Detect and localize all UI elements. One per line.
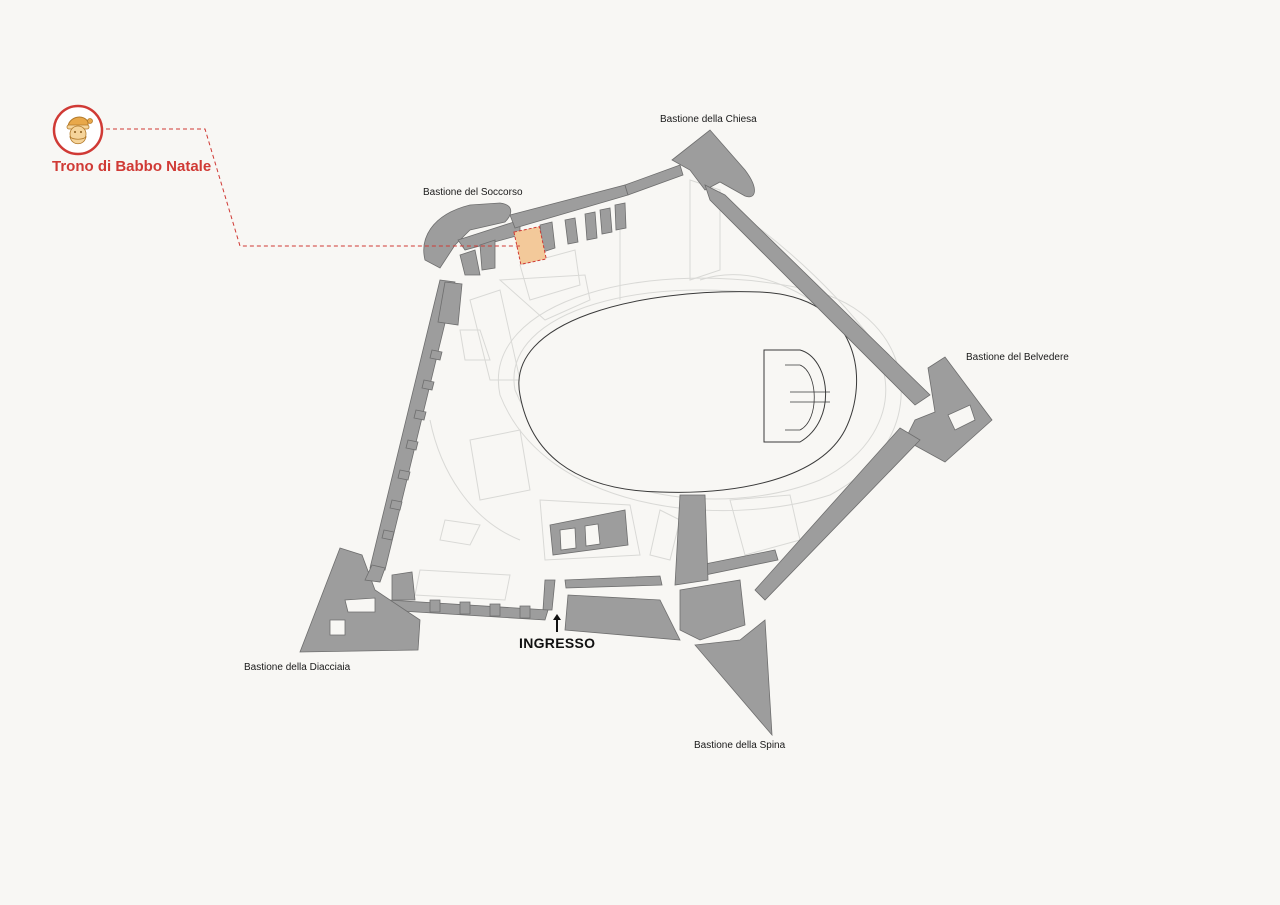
- label-bastione-belvedere: Bastione del Belvedere: [966, 352, 1069, 363]
- santa-claus-icon[interactable]: [52, 104, 104, 156]
- entrance-arrow-icon: [553, 614, 561, 632]
- poi-title[interactable]: Trono di Babbo Natale: [52, 158, 212, 175]
- poi-highlight-area[interactable]: [513, 226, 547, 265]
- bastione-belvedere-shape: [904, 356, 993, 463]
- fortress-walls: [299, 129, 993, 737]
- label-bastione-chiesa: Bastione della Chiesa: [660, 114, 757, 125]
- label-bastione-soccorso: Bastione del Soccorso: [423, 187, 523, 198]
- label-bastione-spina: Bastione della Spina: [694, 740, 786, 751]
- label-bastione-diacciaia: Bastione della Diacciaia: [244, 662, 351, 673]
- bastione-soccorso-shape: [423, 202, 512, 269]
- entrance-label: INGRESSO: [519, 635, 596, 651]
- bastione-chiesa-shape: [671, 129, 755, 198]
- arena-stand: [763, 349, 830, 443]
- poi-leader-line: [106, 128, 520, 247]
- faint-paths: [414, 179, 902, 601]
- bastione-spina-shape: [694, 619, 773, 737]
